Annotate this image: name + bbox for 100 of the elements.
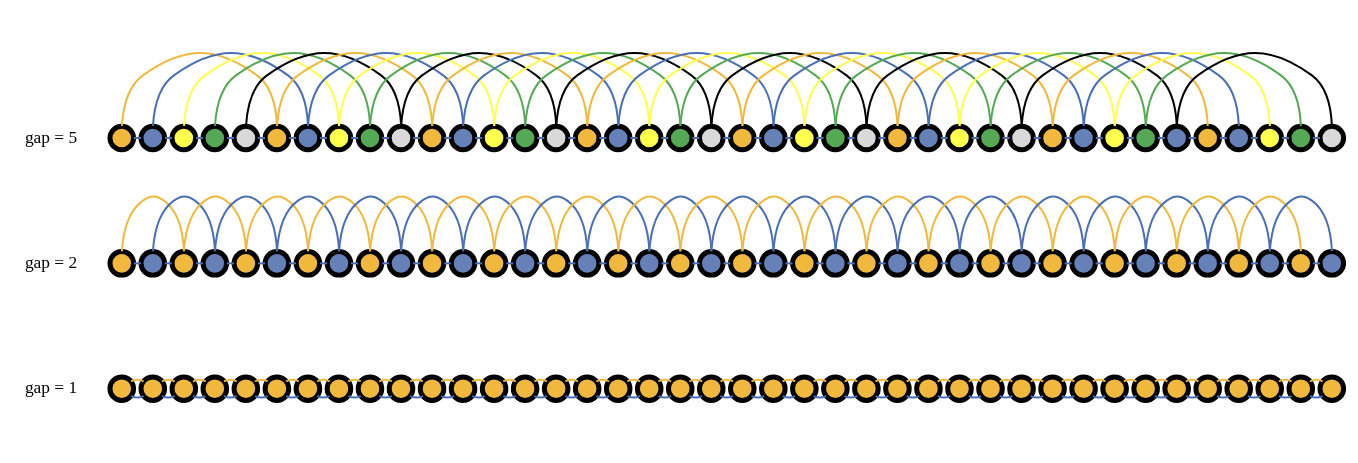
connector <box>493 195 558 252</box>
node-circle <box>914 123 943 152</box>
label: gap = 2 <box>24 252 78 272</box>
node-circle <box>1286 373 1316 403</box>
connector <box>474 261 484 264</box>
connector <box>533 394 548 399</box>
connector <box>1218 261 1228 264</box>
connector <box>338 51 496 127</box>
connector <box>784 136 794 139</box>
node-circle <box>355 248 385 278</box>
node-circle <box>510 248 540 278</box>
connector <box>443 261 453 264</box>
node-circle <box>852 123 881 152</box>
connector <box>120 195 185 252</box>
connector <box>750 378 766 382</box>
connector <box>533 378 548 382</box>
connector <box>288 136 298 139</box>
node-circle <box>417 373 447 403</box>
connector <box>846 261 856 264</box>
connector <box>1175 51 1333 127</box>
connector <box>338 195 403 252</box>
connector <box>564 394 579 399</box>
connector <box>129 394 145 399</box>
node-circle <box>1162 248 1191 278</box>
node-circle <box>1286 123 1316 152</box>
connector <box>381 261 391 264</box>
connector <box>194 261 205 264</box>
node-circle <box>324 123 354 152</box>
connector <box>815 261 825 264</box>
node-circle <box>821 373 850 403</box>
node-circle <box>1193 373 1222 403</box>
connector <box>710 51 868 127</box>
connector <box>536 261 546 264</box>
node-circle <box>138 123 168 152</box>
connector <box>1153 378 1169 382</box>
connector <box>502 378 517 382</box>
node-circle <box>1255 248 1284 278</box>
connector <box>462 51 620 127</box>
connector <box>555 51 713 127</box>
connector <box>182 51 341 127</box>
node-circle <box>603 373 633 403</box>
node-circle <box>262 373 292 403</box>
node-circle <box>572 373 602 403</box>
connector <box>629 261 639 264</box>
connector <box>846 136 856 139</box>
connector <box>276 195 341 252</box>
node-circle <box>1100 123 1129 152</box>
connector <box>493 51 651 127</box>
connector <box>350 261 360 264</box>
connector <box>440 394 455 399</box>
connector <box>874 378 890 382</box>
connector <box>1032 261 1042 264</box>
node-circle <box>262 248 292 278</box>
connector <box>1249 136 1259 139</box>
node-circle <box>790 123 819 152</box>
connector <box>1122 394 1138 399</box>
node-circle <box>200 373 230 403</box>
connector <box>896 51 1054 127</box>
node-circle <box>1038 373 1067 403</box>
connector <box>691 136 701 139</box>
connector <box>474 136 484 139</box>
connector <box>598 136 608 139</box>
node-circle <box>1224 248 1253 278</box>
connector <box>378 394 393 399</box>
node-circle <box>386 248 416 278</box>
node-circle <box>1317 248 1347 278</box>
connector <box>722 136 732 139</box>
connector <box>1237 195 1302 252</box>
node-circle <box>107 373 137 403</box>
connector <box>967 394 983 399</box>
node-circle <box>324 248 354 278</box>
connector <box>462 195 527 252</box>
connector <box>316 378 331 382</box>
connector <box>1175 195 1240 252</box>
connector <box>843 378 859 382</box>
node-circle <box>510 373 540 403</box>
node-circle <box>386 373 416 403</box>
label: gap = 5 <box>24 127 78 147</box>
connector <box>657 378 673 382</box>
node-circle <box>293 373 323 403</box>
node-circle <box>448 123 478 152</box>
connector <box>1156 136 1166 139</box>
connector <box>1277 378 1293 382</box>
node-circle <box>1224 373 1253 403</box>
node-circle <box>1255 123 1284 152</box>
connector <box>120 51 278 127</box>
node-circle <box>1317 123 1347 152</box>
connector <box>958 51 1116 127</box>
connector <box>1020 195 1085 252</box>
node-circle <box>603 248 633 278</box>
connector <box>781 394 797 399</box>
node-circle <box>510 123 540 152</box>
connector <box>1277 394 1293 399</box>
connector <box>502 394 517 399</box>
node-circle <box>759 373 788 403</box>
connector <box>307 195 372 252</box>
node-circle <box>138 248 168 278</box>
connector <box>129 378 145 382</box>
node-circle <box>169 123 199 152</box>
connector <box>567 136 577 139</box>
